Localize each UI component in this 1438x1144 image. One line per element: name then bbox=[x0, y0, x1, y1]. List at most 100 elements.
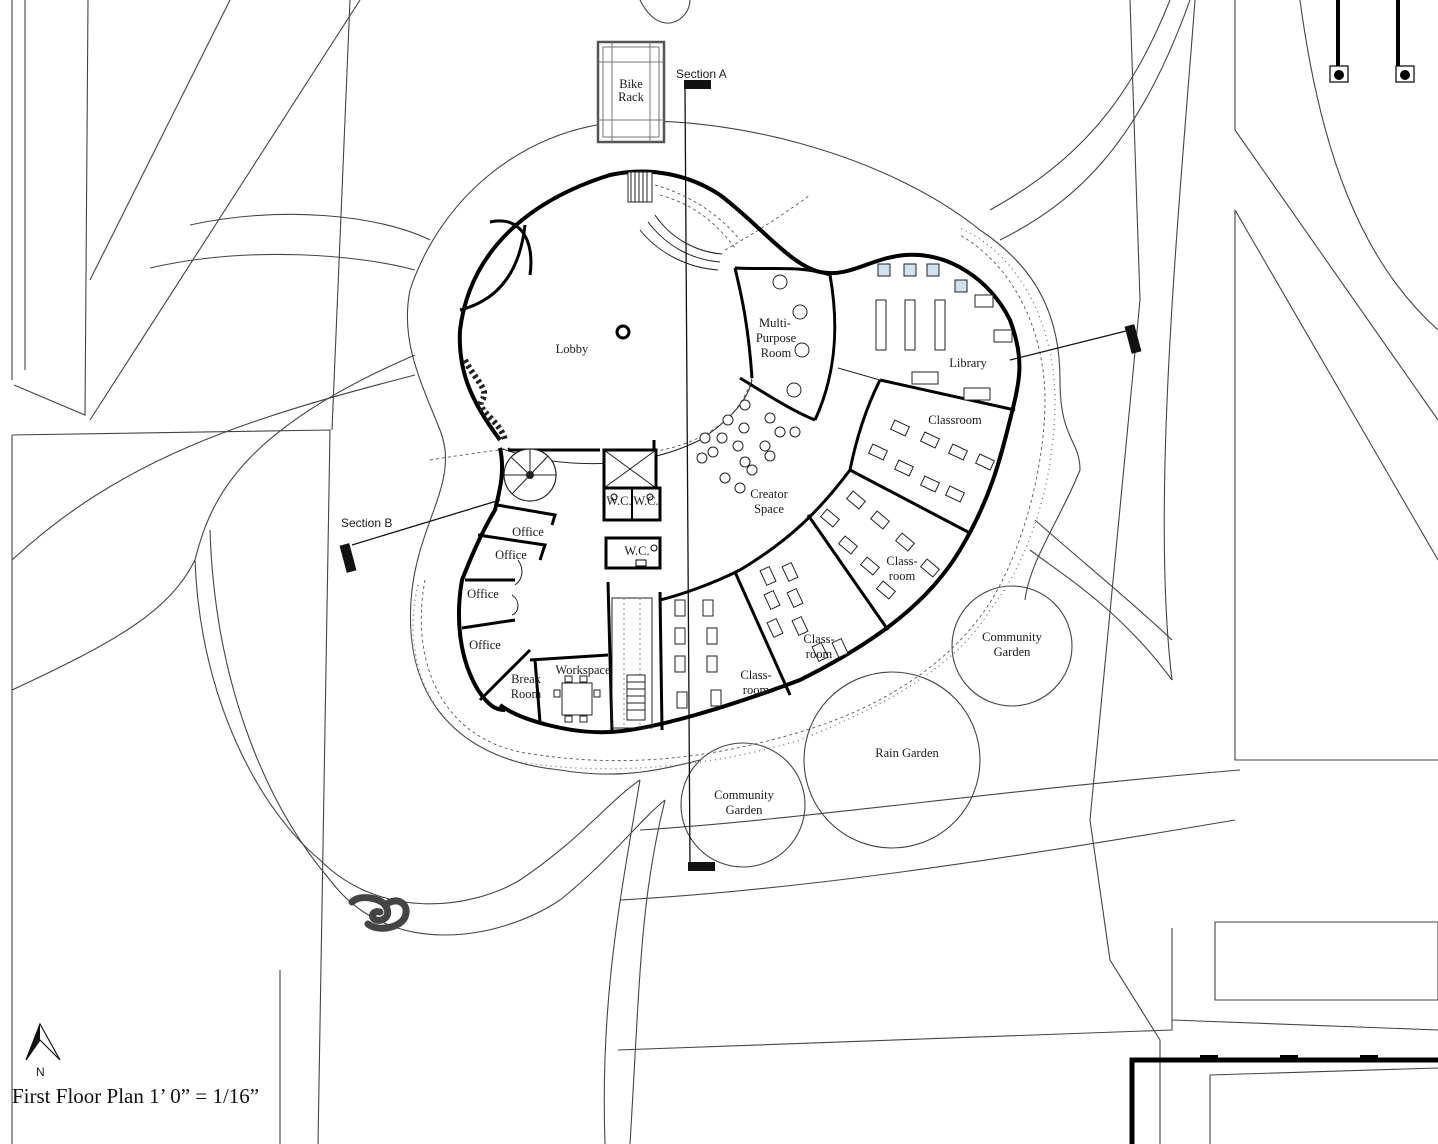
site-dashed-line bbox=[420, 234, 1046, 762]
creator-chair bbox=[716, 432, 728, 444]
classroom-desk bbox=[919, 431, 941, 449]
creator-chair bbox=[789, 426, 801, 438]
adjacent-building-walls bbox=[1129, 0, 1438, 1144]
classroom-desk bbox=[811, 641, 829, 663]
classroom-desk bbox=[674, 627, 686, 645]
creator-space-seating bbox=[696, 399, 801, 494]
section-a-label: Section A bbox=[676, 67, 727, 81]
classroom-desk bbox=[867, 443, 889, 461]
community-garden-east bbox=[951, 585, 1073, 707]
classroom-desk bbox=[819, 508, 841, 528]
classroom-desk bbox=[837, 535, 859, 555]
classroom-desks bbox=[674, 419, 996, 709]
main-stair bbox=[627, 171, 741, 249]
classroom-desk bbox=[706, 655, 718, 673]
creator-chair bbox=[732, 440, 744, 452]
north-arrow: N bbox=[25, 1022, 61, 1079]
classroom-desk bbox=[674, 599, 686, 617]
spiral-sculpture bbox=[348, 894, 410, 932]
multipurpose-tables bbox=[772, 274, 810, 398]
classroom-desk bbox=[676, 691, 688, 709]
office-label-2: Office bbox=[495, 548, 527, 562]
classroom-desk bbox=[763, 589, 781, 611]
creator-chair bbox=[719, 472, 731, 484]
section-a-marker: Section A bbox=[676, 67, 727, 871]
classroom-desk bbox=[974, 453, 996, 471]
creator-chair bbox=[746, 464, 758, 476]
office-walls bbox=[461, 503, 557, 702]
classroom-desk bbox=[894, 532, 916, 552]
classroom-desk bbox=[702, 599, 714, 617]
multipurpose-label-2: Purpose bbox=[756, 331, 797, 345]
classroom-desk bbox=[781, 561, 799, 583]
classroom-desk bbox=[859, 556, 881, 576]
classroom-desk bbox=[674, 655, 686, 673]
creator-chair bbox=[759, 440, 771, 452]
creator-chair bbox=[734, 482, 746, 494]
north-arrow-label: N bbox=[36, 1065, 45, 1079]
bike-rack-label-2: Rack bbox=[618, 90, 644, 104]
classroom-desk bbox=[919, 475, 941, 493]
creator-chair bbox=[774, 426, 786, 438]
classroom-desk bbox=[845, 490, 867, 510]
classroom-label-2a: Class- bbox=[886, 554, 917, 568]
lobby-column bbox=[615, 324, 631, 340]
library-label: Library bbox=[949, 356, 987, 370]
creator-chair bbox=[764, 412, 776, 424]
classroom-desk bbox=[944, 485, 966, 503]
wc-label-1: W.C. bbox=[606, 494, 631, 508]
classroom-desk bbox=[710, 689, 722, 707]
bike-rack: Bike Rack bbox=[596, 40, 666, 144]
classroom-label-main: Classroom bbox=[928, 413, 982, 427]
office-label-4: Office bbox=[469, 638, 501, 652]
classroom-label-3a: Class- bbox=[803, 632, 834, 646]
garden-labels: Community Garden Rain Garden Community G… bbox=[714, 630, 1042, 817]
multipurpose-label-3: Room bbox=[761, 346, 792, 360]
rain-garden bbox=[803, 671, 981, 849]
classroom-desk bbox=[786, 587, 804, 609]
classroom-desk bbox=[947, 443, 969, 461]
gardens bbox=[680, 585, 1073, 868]
creator-chair bbox=[738, 422, 750, 434]
lobby-label: Lobby bbox=[556, 342, 589, 356]
classroom-desk bbox=[893, 459, 915, 477]
community-garden-south-label-1: Community bbox=[714, 788, 774, 802]
creator-chair bbox=[707, 446, 719, 458]
creator-chair bbox=[696, 452, 708, 464]
section-b-label: Section B bbox=[341, 516, 392, 530]
multipurpose-label-1: Multi- bbox=[759, 316, 791, 330]
planting-bed bbox=[462, 358, 508, 442]
break-room-label-2: Room bbox=[511, 687, 542, 701]
library-stacks bbox=[875, 263, 1013, 401]
community-garden-east-label-1: Community bbox=[982, 630, 1042, 644]
creator-chair bbox=[764, 450, 776, 462]
wc-label-3: W.C. bbox=[624, 544, 649, 558]
classroom-label-3b: room bbox=[806, 647, 833, 661]
classroom-desk bbox=[869, 510, 891, 530]
office-label-3: Office bbox=[467, 587, 499, 601]
classroom-desk bbox=[766, 617, 784, 639]
classroom-desk bbox=[875, 580, 897, 600]
classroom-label-4a: Class- bbox=[740, 668, 771, 682]
community-garden-east-label-2: Garden bbox=[994, 645, 1032, 659]
creator-space-label-1: Creator bbox=[750, 487, 788, 501]
community-garden-south-label-2: Garden bbox=[726, 803, 764, 817]
break-room-label-1: Break bbox=[511, 672, 542, 686]
drawing-caption: First Floor Plan 1’ 0” = 1/16” bbox=[12, 1084, 260, 1108]
creator-chair bbox=[739, 399, 751, 411]
building-walls bbox=[456, 169, 1022, 735]
classroom-desk bbox=[831, 637, 849, 659]
room-labels: Lobby Multi- Purpose Room Library Classr… bbox=[467, 316, 987, 701]
workspace-table bbox=[553, 675, 601, 723]
spiral-stair bbox=[503, 448, 557, 502]
classroom-desk bbox=[889, 419, 911, 437]
creator-chair bbox=[722, 414, 734, 426]
classroom-label-4b: room bbox=[743, 683, 770, 697]
section-b-marker: Section B bbox=[339, 324, 1142, 573]
community-garden-south bbox=[680, 742, 806, 868]
classroom-label-2b: room bbox=[889, 569, 916, 583]
classroom-desk bbox=[706, 627, 718, 645]
classroom-desk bbox=[759, 565, 777, 587]
creator-chair bbox=[699, 432, 711, 444]
